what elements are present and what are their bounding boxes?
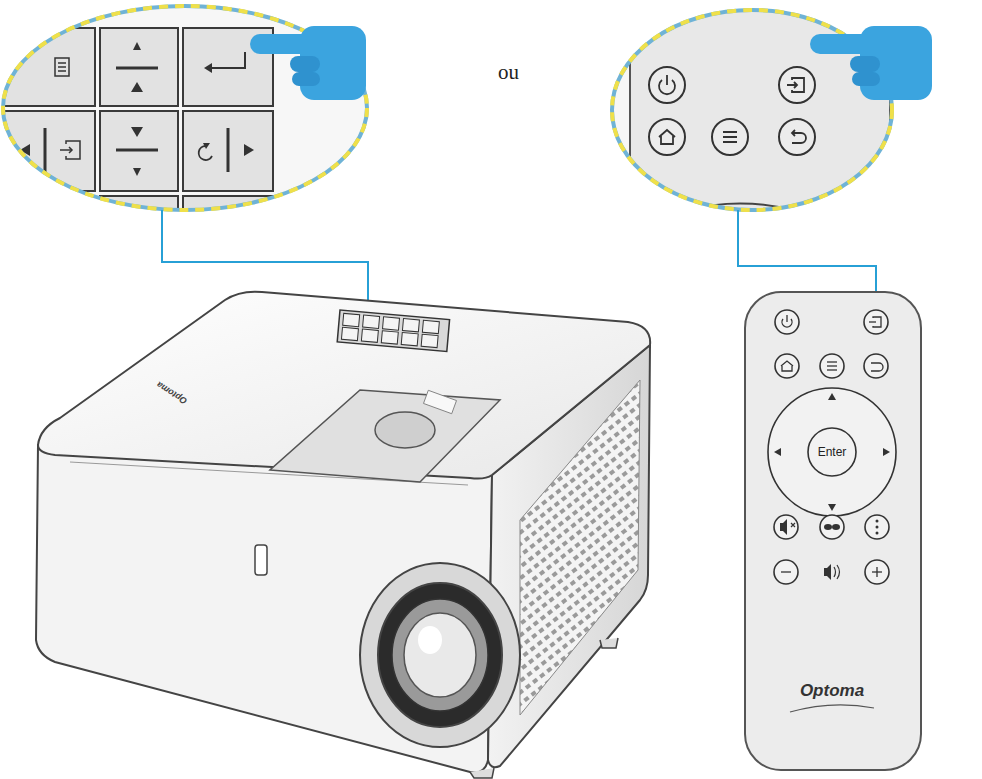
conjunction-text: ou: [498, 62, 519, 83]
brand-logo: Optoma: [800, 682, 864, 699]
remote-zoom: [600, 0, 900, 280]
enter-key-label: Enter: [818, 446, 847, 458]
control-panel: [337, 310, 449, 351]
callout-outline: [3, 6, 367, 210]
callout-outline: [612, 10, 892, 210]
callout-outline: [612, 10, 892, 210]
callout-outline: [3, 6, 367, 210]
leader-line: [738, 210, 876, 300]
pointing-hand: [810, 26, 932, 100]
keypad-zoom: [0, 0, 370, 236]
remote-control: [745, 292, 921, 770]
projector-body: [36, 292, 650, 778]
pointing-hand: [250, 26, 366, 100]
